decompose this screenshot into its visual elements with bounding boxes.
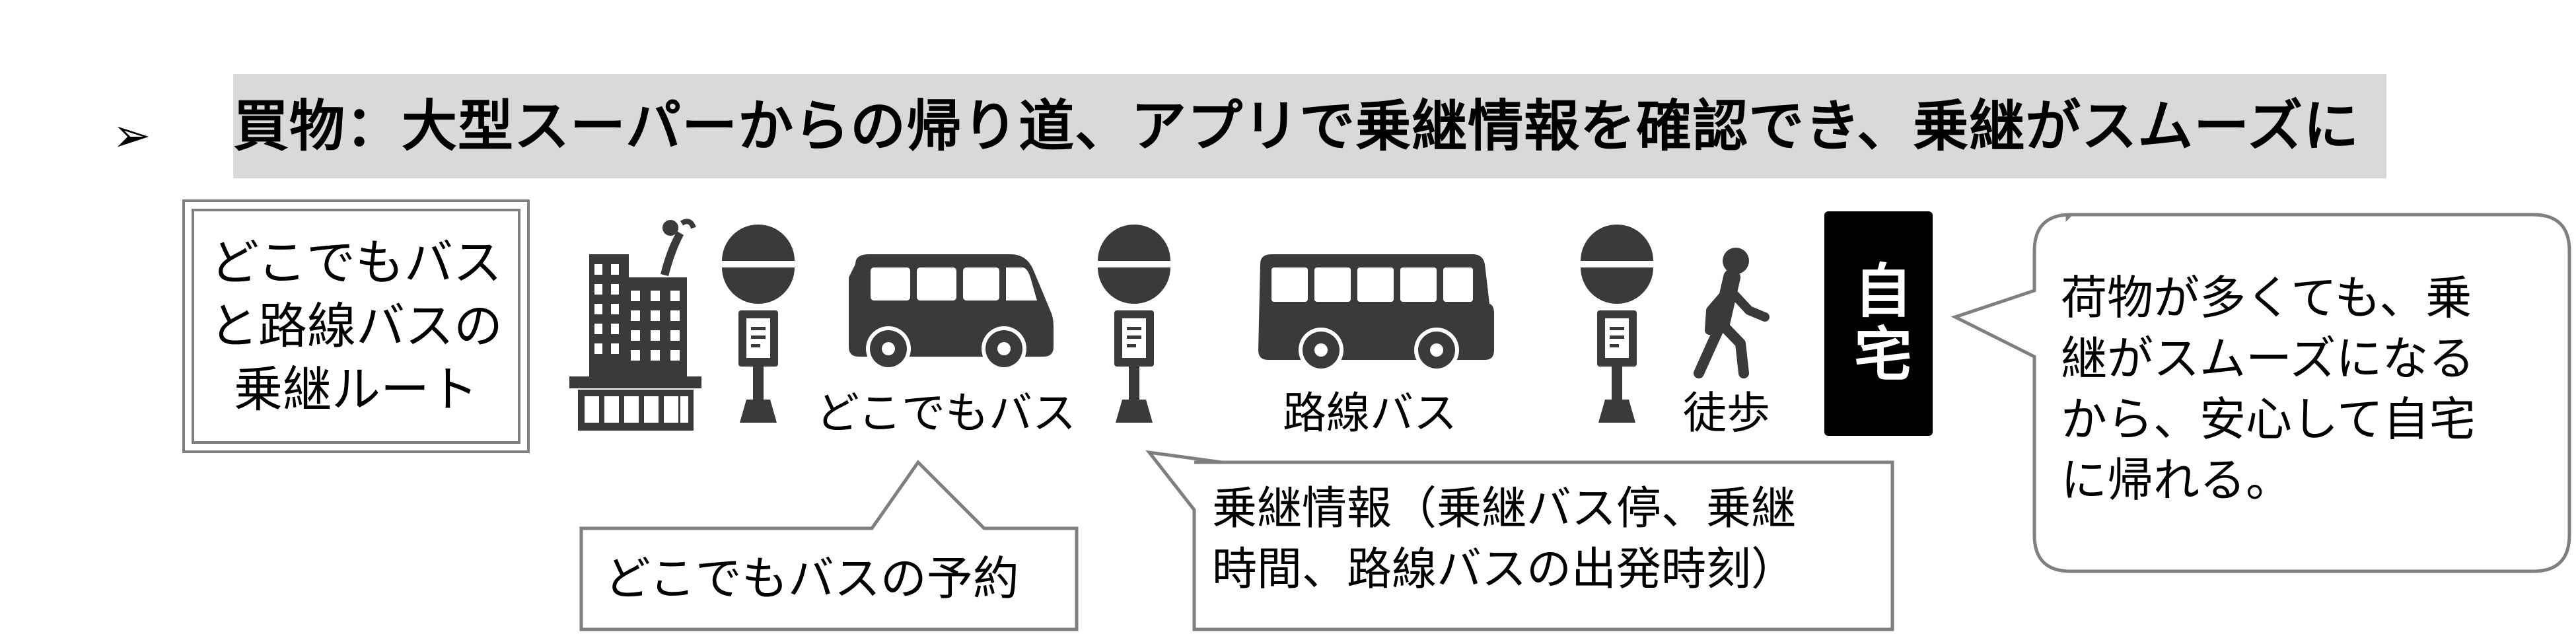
right-callout-bubble bbox=[1950, 213, 2571, 573]
route-bus-icon bbox=[1258, 254, 1494, 372]
minibus-icon bbox=[849, 254, 1054, 371]
bus-stop-icon-2 bbox=[1098, 225, 1170, 423]
walking-person-icon bbox=[1694, 248, 1770, 378]
right-callout-text: 荷物が多くても、乗 継がスムーズになる から、安心して自宅 に帰れる。 bbox=[2061, 271, 2476, 507]
home-label: 自宅 bbox=[1844, 260, 1913, 387]
label-walk: 徒歩 bbox=[1683, 388, 1770, 439]
bus-stop-icon-1 bbox=[722, 225, 795, 423]
route-title-text: どこでもバス と路線バスの 乗継ルート bbox=[209, 234, 503, 418]
route-title-inner-frame: どこでもバス と路線バスの 乗継ルート bbox=[192, 209, 520, 444]
route-title-box: どこでもバス と路線バスの 乗継ルート bbox=[182, 199, 530, 453]
headline-background bbox=[233, 74, 2386, 178]
transfer-info-callout-text: 乗継情報（乗継バス停、乗継 時間、路線バスの出発時刻） bbox=[1212, 483, 1797, 596]
label-dokodemo-bus: どこでもバス bbox=[816, 388, 1077, 439]
transfer-info-callout-bubble bbox=[1145, 450, 1894, 631]
bus-stop-icon-3 bbox=[1581, 225, 1653, 423]
home-box: 自宅 bbox=[1824, 211, 1933, 436]
bullet-arrow: ➢ bbox=[112, 108, 151, 162]
headline: 買物：大型スーパーからの帰り道、アプリで乗継情報を確認でき、乗継がスムーズに bbox=[233, 94, 2360, 159]
reservation-callout-text: どこでもバスの予約 bbox=[604, 551, 1019, 606]
reservation-callout-bubble bbox=[579, 460, 1079, 631]
shopping-building-icon bbox=[569, 219, 701, 431]
label-rosen-bus: 路線バス bbox=[1283, 388, 1457, 439]
